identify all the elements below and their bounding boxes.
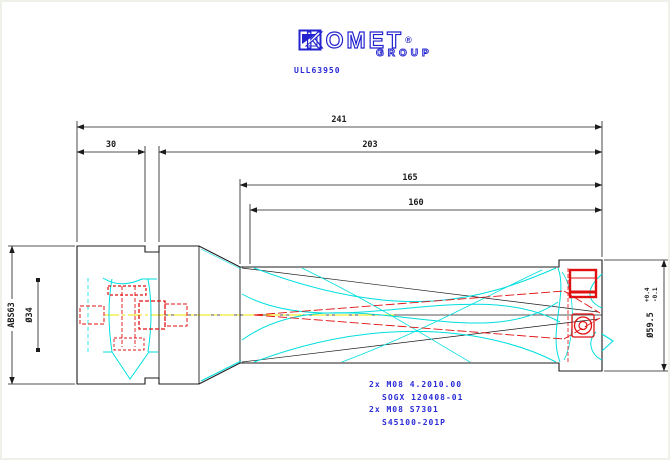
flute-curves bbox=[87, 248, 614, 382]
dim-shank-length: 30 bbox=[106, 140, 116, 150]
parts-list: 2x M08 4.2010.00 SOGX 120408-01 2x M08 S… bbox=[369, 379, 463, 429]
tool-outline bbox=[76, 245, 603, 385]
dim-body-length: 203 bbox=[362, 140, 377, 150]
dim-tol-low: -0.1 bbox=[652, 287, 659, 302]
dim-tol-up: +0.4 bbox=[644, 287, 651, 302]
parts-list-line: SOGX 120408-01 bbox=[382, 392, 464, 402]
parts-list-line: 2x M08 S7301 bbox=[369, 405, 439, 415]
red-details bbox=[79, 268, 601, 362]
dim-bore-dia: Ø34 bbox=[24, 307, 35, 323]
dim-flute-length: 160 bbox=[408, 198, 423, 208]
registered-mark: ® bbox=[405, 35, 415, 45]
dim-cut-dia: Ø59.5 bbox=[645, 312, 656, 339]
parts-list-line: S45100-201P bbox=[382, 417, 446, 427]
dim-connection: ABS63 bbox=[7, 302, 17, 328]
komet-logo: KOMET® bbox=[298, 28, 415, 52]
dimension-labels: 241 30 203 165 160 ABS63 Ø34 Ø59.5 +0.4 … bbox=[4, 115, 659, 339]
parts-list-line: 2x M08 4.2010.00 bbox=[369, 380, 463, 389]
dim-total-length: 241 bbox=[331, 115, 346, 125]
drawing-number: ULL63950 bbox=[294, 66, 341, 75]
komet-group-text: GROUP bbox=[376, 48, 433, 60]
dimension-lines bbox=[8, 121, 668, 385]
dim-step-length: 165 bbox=[402, 173, 417, 183]
komet-logo-icon bbox=[298, 29, 322, 51]
